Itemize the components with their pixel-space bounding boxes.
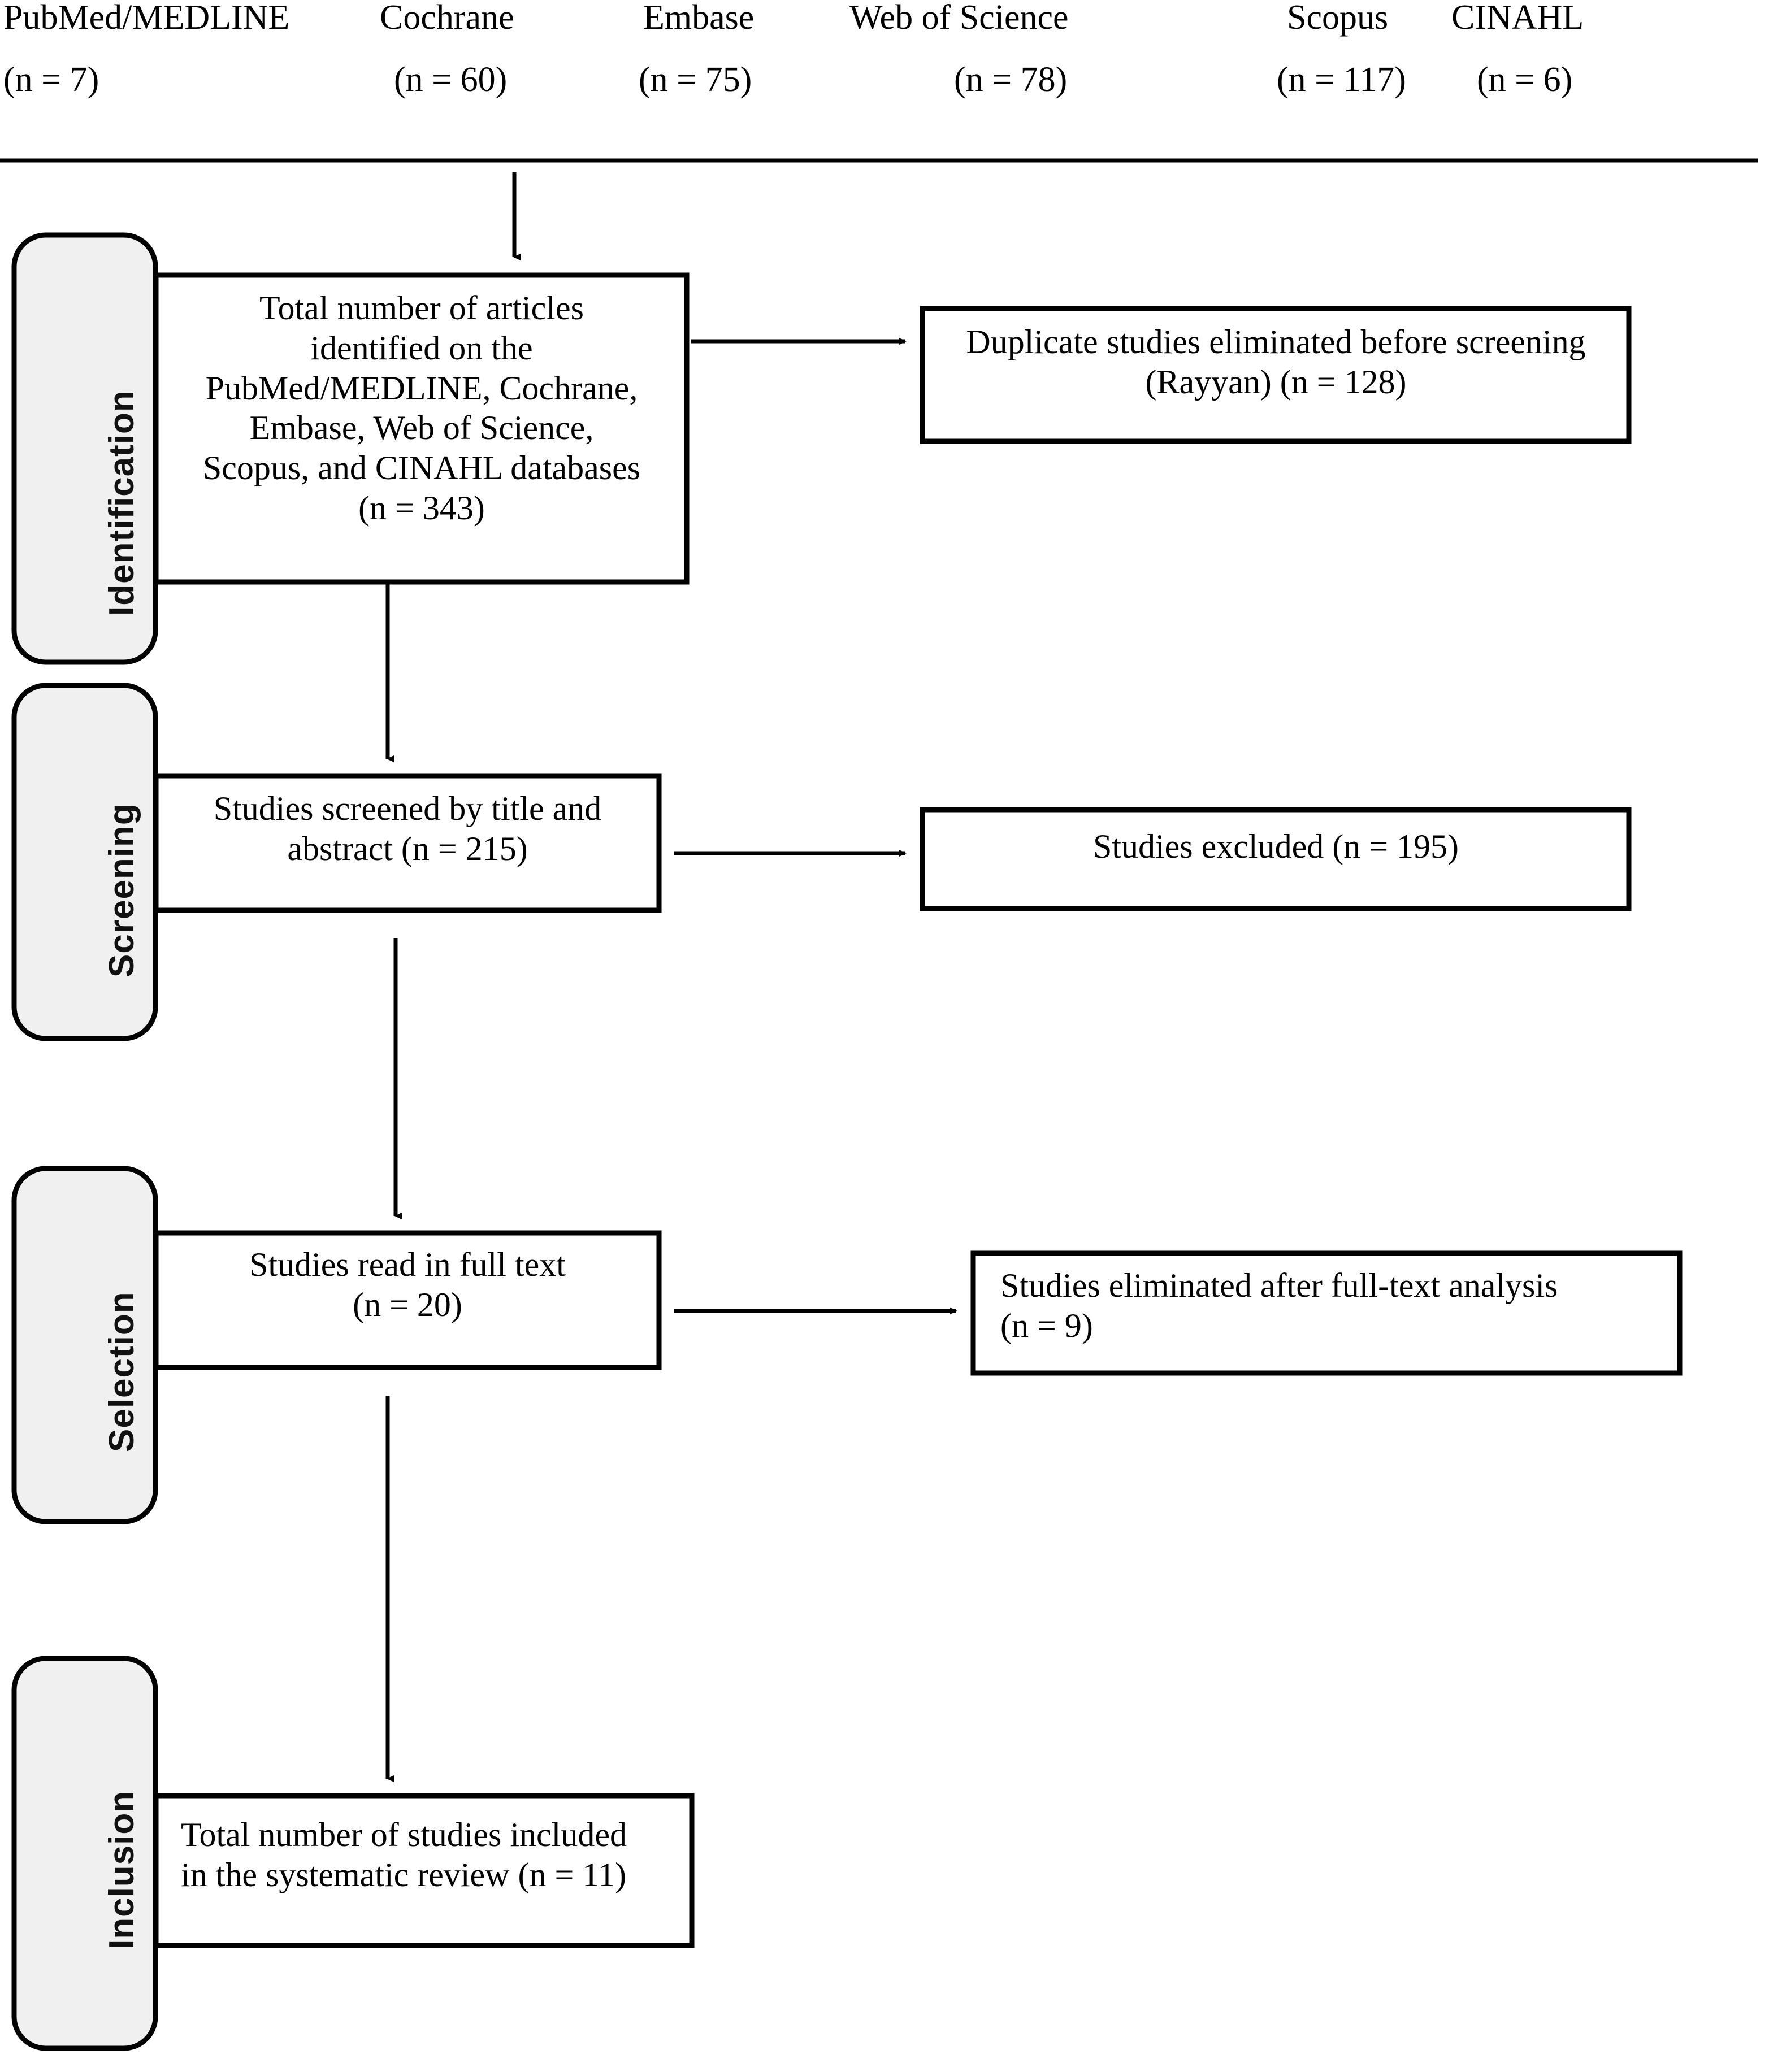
source-name-scopus: Scopus [1287, 0, 1389, 37]
source-count-embase: (n = 75) [639, 60, 752, 99]
box-included[interactable] [153, 1793, 695, 1948]
stage-tab-label-screening: Screening [102, 803, 141, 978]
box-screened-line-1: Studies screened by title and [213, 790, 602, 827]
box-included-line-1: Total number of studies included [181, 1816, 627, 1853]
source-count-cinahl: (n = 6) [1477, 60, 1573, 99]
box-duplicates[interactable] [920, 306, 1632, 444]
box-excluded-text: Studies excluded (n = 195) [933, 827, 1619, 867]
box-identified-line-6: (n = 343) [358, 489, 485, 527]
box-fulltext-excluded-line-2: (n = 9) [1000, 1306, 1093, 1344]
stage-tab-label-inclusion: Inclusion [102, 1790, 141, 1949]
stage-tab-label-selection: Selection [102, 1291, 141, 1452]
box-excluded-line-1: Studies excluded (n = 195) [1092, 828, 1459, 865]
source-name-web-of-science: Web of Science [849, 0, 1069, 37]
box-included-text: Total number of studies included in the … [181, 1815, 690, 1895]
box-screened-text: Studies screened by title and abstract (… [164, 789, 651, 869]
box-fulltext-line-2: (n = 20) [353, 1285, 462, 1323]
stage-tab-label-identification: Identification [102, 390, 141, 616]
box-identified[interactable] [153, 272, 690, 585]
box-duplicates-text: Duplicate studies eliminated before scre… [933, 322, 1619, 402]
box-fulltext-text: Studies read in full text (n = 20) [164, 1245, 651, 1325]
box-identified-line-2: identified on the [310, 329, 533, 367]
source-count-scopus: (n = 117) [1277, 60, 1406, 99]
box-included-line-2: in the systematic review (n = 11) [181, 1856, 627, 1893]
box-fulltext-excluded[interactable] [970, 1250, 1683, 1376]
box-identified-text: Total number of articles identified on t… [167, 288, 676, 528]
box-excluded[interactable] [920, 807, 1632, 911]
box-duplicates-line-1: Duplicate studies eliminated before scre… [966, 323, 1586, 360]
box-duplicates-line-2: (Rayyan) (n = 128) [1145, 363, 1407, 401]
source-count-web-of-science: (n = 78) [954, 60, 1068, 99]
source-name-cochrane: Cochrane [380, 0, 514, 37]
box-screened-line-2: abstract (n = 215) [287, 829, 528, 867]
box-fulltext-line-1: Studies read in full text [249, 1246, 566, 1283]
source-name-embase: Embase [643, 0, 755, 37]
box-identified-line-5: Scopus, and CINAHL databases [202, 449, 641, 487]
source-count-cochrane: (n = 60) [394, 60, 508, 99]
box-identified-line-4: Embase, Web of Science, [249, 409, 594, 447]
box-identified-line-3: PubMed/MEDLINE, Cochrane, [205, 369, 638, 407]
box-fulltext-excluded-text: Studies eliminated after full-text analy… [1000, 1266, 1667, 1346]
box-identified-line-1: Total number of articles [259, 289, 584, 327]
box-fulltext[interactable] [153, 1230, 662, 1370]
source-name-pubmed: PubMed/MEDLINE [3, 0, 290, 37]
source-name-cinahl: CINAHL [1451, 0, 1584, 37]
box-fulltext-excluded-line-1: Studies eliminated after full-text analy… [1000, 1267, 1558, 1304]
source-count-pubmed: (n = 7) [3, 60, 99, 99]
box-screened[interactable] [153, 773, 662, 913]
